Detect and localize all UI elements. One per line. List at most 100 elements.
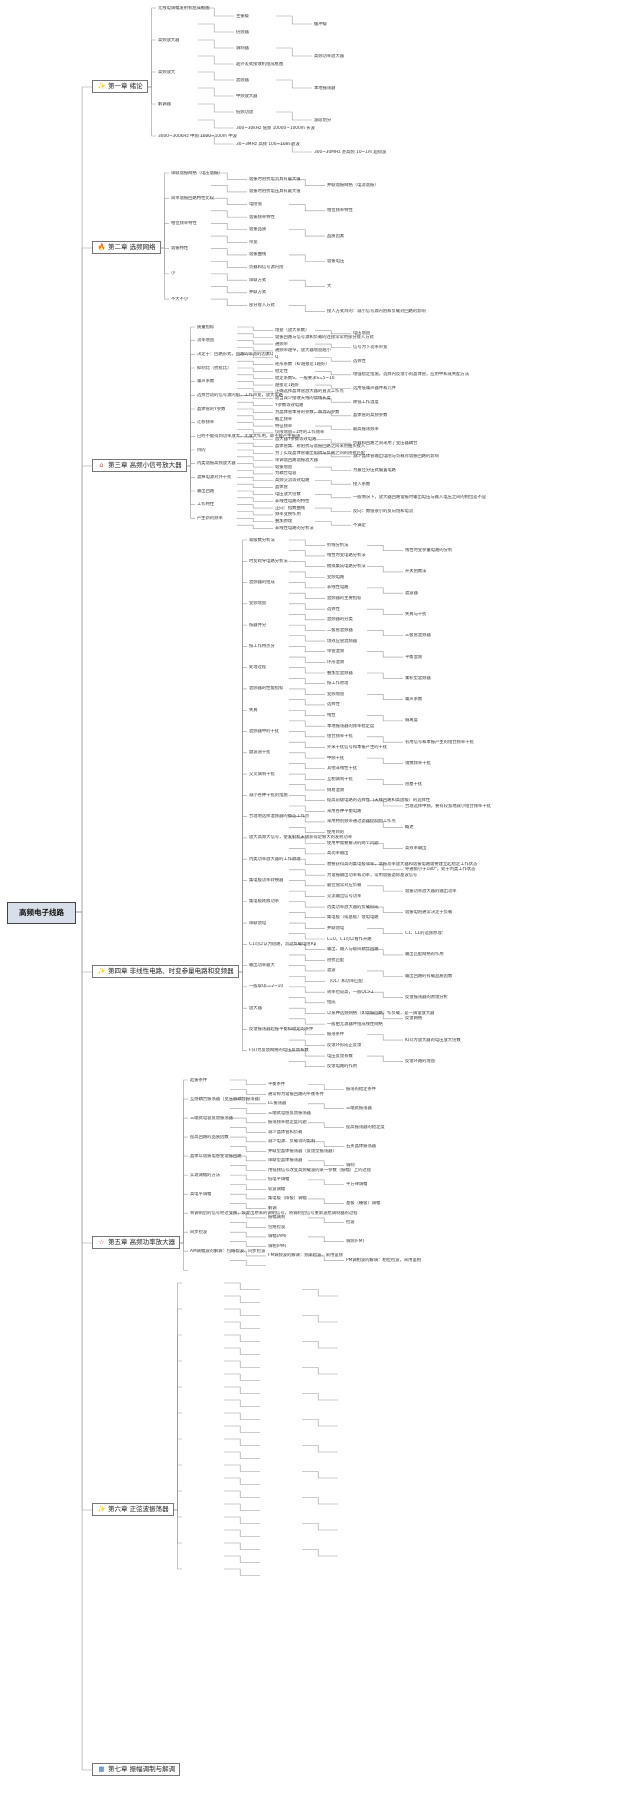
topic-label[interactable]: 同步检波 bbox=[190, 1229, 208, 1235]
topic-label[interactable]: 决定于：回路形式，回路的带宽的因素Q bbox=[197, 351, 274, 357]
topic-label[interactable]: 外来干扰信号和本振产生的干扰 bbox=[327, 744, 388, 750]
topic-label[interactable]: 减少晶体管输出电阻与负载对谐振回路的影响 bbox=[353, 454, 439, 460]
topic-label[interactable]: 最高振荡频率 bbox=[353, 427, 379, 432]
chapter-node[interactable]: ▦第七章 振幅调制与解调 bbox=[92, 1763, 181, 1776]
topic-label[interactable]: 高频功率放大器 bbox=[314, 53, 345, 59]
topic-label[interactable]: 交叉调制干扰 bbox=[249, 771, 275, 777]
topic-label[interactable]: 阻抗匹配 bbox=[327, 957, 345, 963]
chapter-node[interactable]: ☆第五章 高频功率放大器 bbox=[92, 1236, 181, 1249]
topic-label[interactable]: 质量指标 bbox=[197, 324, 215, 330]
chapter-node[interactable]: ✨第一章 绪论 bbox=[92, 80, 148, 93]
root-topic[interactable]: 高频电子线路 bbox=[7, 902, 76, 924]
topic-label[interactable]: 噪声系数 bbox=[405, 697, 423, 703]
topic-label[interactable]: 高效率输出 bbox=[405, 846, 427, 852]
topic-label[interactable]: 特征频率 bbox=[275, 423, 293, 429]
topic-label[interactable]: 增益（放大系数） bbox=[275, 327, 310, 333]
topic-label[interactable]: 信号为下功率带宽 bbox=[353, 345, 388, 350]
topic-label[interactable]: 乘积型混频器 bbox=[405, 675, 431, 681]
topic-label[interactable]: 反馈振荡器的原理分析 bbox=[405, 995, 448, 1001]
topic-label[interactable]: 缓冲级 bbox=[314, 21, 327, 27]
topic-label[interactable]: 电压放大倍数 bbox=[275, 491, 301, 497]
chapter-node[interactable]: ✨第四章 非线性电路、时变参量电路和变频器 bbox=[92, 965, 239, 978]
topic-label[interactable]: 谐振品质 bbox=[249, 227, 267, 233]
topic-label[interactable]: 变频增益 bbox=[249, 601, 267, 607]
topic-label[interactable]: 最佳值常对应负载 bbox=[327, 883, 362, 889]
topic-label[interactable]: 晶体管的高频参数 bbox=[353, 413, 388, 419]
topic-label[interactable]: 调制 bbox=[346, 1163, 355, 1169]
topic-label[interactable]: 混频器中的干扰 bbox=[249, 729, 280, 735]
topic-label[interactable]: 实现调幅的方法 bbox=[190, 1172, 221, 1178]
topic-label[interactable]: 线性时变电路分析法 bbox=[327, 553, 366, 559]
topic-label[interactable]: 反馈振荡器起振平衡和稳定的条件 bbox=[249, 1026, 314, 1032]
topic-label[interactable]: 本地振荡器的频率稳定度 bbox=[327, 723, 375, 729]
topic-label[interactable]: 谐振频率特性 bbox=[249, 214, 275, 220]
topic-label[interactable]: 波段划分 bbox=[314, 117, 332, 123]
topic-label[interactable]: 正确选择晶体管放大器的直流工作点 bbox=[275, 389, 344, 395]
topic-label[interactable]: 抑制比（抗扰比） bbox=[197, 365, 232, 371]
topic-label[interactable]: 输出功率最大 bbox=[249, 963, 275, 969]
topic-label[interactable]: 振荡条件 bbox=[327, 1032, 345, 1038]
topic-label[interactable]: 起振条件 bbox=[190, 1077, 208, 1083]
topic-label[interactable]: 镜像频率干扰 bbox=[405, 760, 431, 766]
topic-label[interactable]: 交流输出信号功率 bbox=[327, 893, 362, 899]
topic-label[interactable]: 为了实现晶体管输出阻抗与负载之间的阻抗匹配 bbox=[275, 450, 366, 456]
topic-label[interactable]: C1可以认为短路，流过负载电阻Rp bbox=[249, 941, 317, 947]
topic-label[interactable]: 高频放大 bbox=[158, 69, 176, 75]
topic-label[interactable]: 通频带 bbox=[275, 341, 288, 347]
topic-label[interactable]: 变频电路 bbox=[327, 574, 345, 580]
chapter-node[interactable]: ⌂第三章 高频小信号放大器 bbox=[92, 459, 187, 472]
topic-label[interactable]: 平方律调幅 bbox=[346, 1182, 368, 1188]
topic-label[interactable]: 并联谐振网络（电流谐振） bbox=[327, 183, 379, 189]
topic-label[interactable]: 反馈电路的作用 bbox=[327, 1064, 358, 1070]
topic-label[interactable]: 提高前级电路的选择性（天线回路和高放级）的选择性 bbox=[327, 798, 431, 804]
topic-label[interactable]: 检波 bbox=[346, 1220, 355, 1226]
topic-label[interactable]: 振荡频率稳定度问题 bbox=[268, 1120, 307, 1126]
topic-label[interactable]: 一般取QL=2~10 bbox=[249, 984, 284, 990]
topic-label[interactable]: 叠加型混频器 bbox=[327, 670, 353, 676]
topic-label[interactable]: K(s)为放大器的电压放大倍数 bbox=[405, 1037, 461, 1043]
topic-label[interactable]: 三端式电容反馈振荡器 bbox=[190, 1115, 233, 1121]
topic-label[interactable]: 串联型晶体振荡器 bbox=[268, 1158, 303, 1164]
topic-label[interactable]: 正向：指数曲线 bbox=[275, 505, 306, 511]
topic-label[interactable]: 振幅调制 bbox=[268, 1215, 286, 1221]
topic-label[interactable]: 采用各种平衡电路 bbox=[327, 808, 362, 814]
topic-label[interactable]: 相位频率特性 bbox=[171, 220, 197, 226]
topic-label[interactable]: 用低频信号改变高频载波的某一参数（振幅）上的过程 bbox=[268, 1167, 372, 1173]
topic-label[interactable]: 为晶体管本身的参数，称为内参数 bbox=[275, 409, 340, 415]
topic-label[interactable]: 合理选择中频，要有较宽地减小组合频率干扰 bbox=[405, 803, 491, 809]
topic-label[interactable]: 提高回路的品质因数 bbox=[190, 1134, 229, 1140]
topic-label[interactable]: 混频器的组成 bbox=[249, 580, 275, 586]
topic-label[interactable]: 包络检波 bbox=[268, 1224, 286, 1230]
topic-label[interactable]: 平衡混频 bbox=[405, 654, 423, 660]
topic-label[interactable]: 接入系数 bbox=[353, 481, 371, 487]
topic-label[interactable]: 晶体以谐振电感使谐振回路 bbox=[190, 1153, 242, 1159]
topic-label[interactable]: 失真与干扰 bbox=[405, 611, 427, 617]
chapter-node[interactable]: ✨第六章 正弦波振荡器 bbox=[92, 1503, 174, 1516]
topic-label[interactable]: 解调器 bbox=[158, 101, 171, 107]
topic-label[interactable]: 矩形系数（Kr越接近1越好） bbox=[275, 362, 330, 368]
topic-label[interactable]: 副波道干扰 bbox=[249, 750, 271, 756]
topic-label[interactable]: 概述 bbox=[405, 824, 414, 830]
topic-label[interactable]: 有用信号和本振产生的组合频率干扰 bbox=[405, 739, 474, 745]
topic-label[interactable]: 基极（栅极）调幅 bbox=[346, 1201, 381, 1207]
topic-label[interactable]: 集电极（阳极）调幅 bbox=[268, 1196, 307, 1202]
topic-label[interactable]: 低频功放 bbox=[236, 109, 254, 115]
topic-label[interactable]: 适当减少接收天线的馈线长度 bbox=[275, 396, 331, 402]
topic-label[interactable]: 谐振特性 bbox=[171, 246, 189, 252]
topic-label[interactable]: 合理地选择混频器的静态工作点 bbox=[249, 814, 310, 820]
topic-label[interactable]: 谐振功率放大器的输出功率 bbox=[405, 888, 457, 894]
topic-label[interactable]: 阻塞干扰 bbox=[405, 782, 423, 788]
topic-label[interactable]: 二极管混频器 bbox=[327, 627, 353, 633]
topic-label[interactable]: 组合频率干扰 bbox=[327, 734, 353, 740]
topic-label[interactable]: 混频器的主要指标 bbox=[327, 596, 362, 602]
topic-label[interactable]: C1、L1的选频原理： bbox=[405, 931, 446, 937]
topic-label[interactable]: 选择合适的信号源内阻，工作带宽，放大电路 bbox=[197, 392, 283, 398]
topic-label[interactable]: 线性 bbox=[327, 713, 336, 719]
topic-label[interactable]: 反馈环路的增益 bbox=[405, 1058, 436, 1064]
topic-label[interactable]: 输出回路 bbox=[197, 488, 215, 494]
topic-label[interactable]: 想要获得高的集电极效率，谐振功率放大器和谐振电路需要建立起稳定工作状态 bbox=[327, 862, 478, 868]
topic-label[interactable]: 互感耦合振荡器（变压器耦合振荡器） bbox=[190, 1096, 264, 1102]
topic-label[interactable]: 集电极功率转换器 bbox=[249, 877, 284, 883]
topic-label[interactable]: 采用特别频带通过滤器控制到工作点 bbox=[327, 819, 396, 825]
topic-label[interactable]: 增强稳定措施，选择内反馈小的晶体管，应用中和或失配方法 bbox=[353, 372, 470, 378]
